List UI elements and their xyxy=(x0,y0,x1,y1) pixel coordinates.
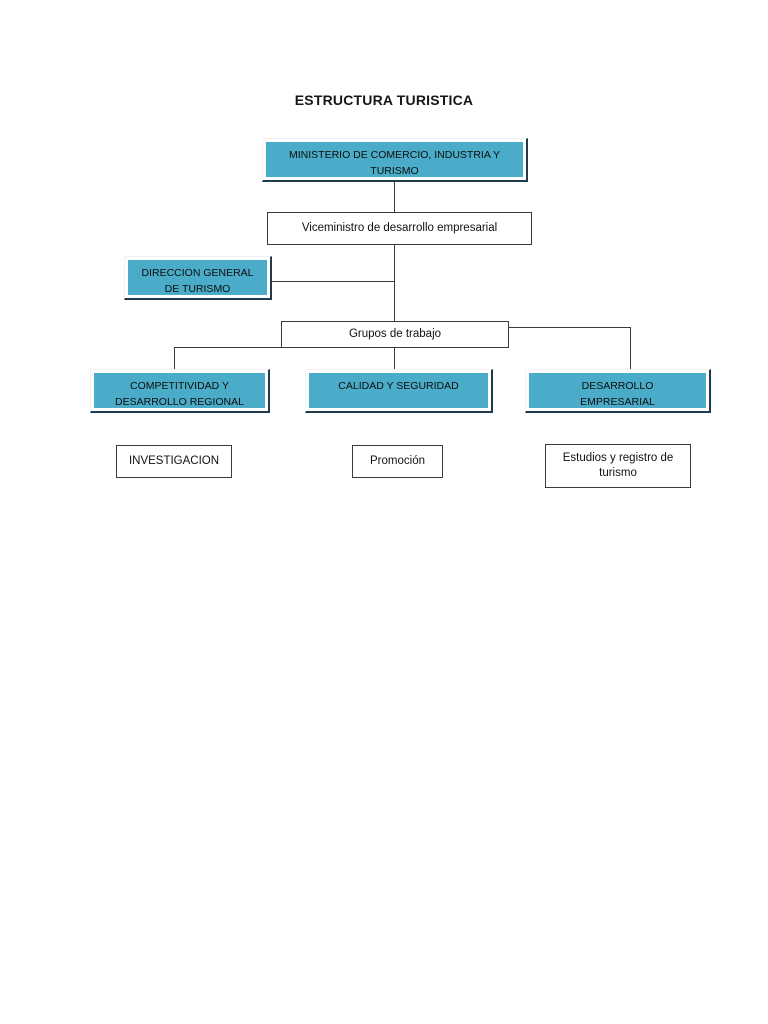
node-promocion[interactable]: Promoción xyxy=(352,445,443,478)
node-promocion-label: Promoción xyxy=(370,455,425,467)
node-ministerio-label: MINISTERIO DE COMERCIO, INDUSTRIA Y TURI… xyxy=(289,149,500,177)
node-direccion-general-label: DIRECCION GENERAL DE TURISMO xyxy=(141,267,254,295)
connector-ministerio-to-viceministro xyxy=(394,182,395,213)
node-investigacion-label: INVESTIGACION xyxy=(128,455,220,467)
connector-viceministro-trunk xyxy=(394,244,395,322)
connector-grupos-to-desarrollo-v xyxy=(630,327,631,372)
node-direccion-general-fill: DIRECCION GENERAL DE TURISMO xyxy=(128,260,267,295)
node-viceministro[interactable]: Viceministro de desarrollo empresarial xyxy=(267,212,532,245)
node-direccion-general[interactable]: DIRECCION GENERAL DE TURISMO xyxy=(124,256,272,300)
node-calidad[interactable]: CALIDAD Y SEGURIDAD xyxy=(305,369,493,413)
node-investigacion[interactable]: INVESTIGACION xyxy=(116,445,232,478)
connector-grupos-to-calidad xyxy=(394,347,395,372)
node-calidad-fill: CALIDAD Y SEGURIDAD xyxy=(309,373,488,408)
node-estudios[interactable]: Estudios y registro de turismo xyxy=(545,444,691,488)
connector-grupos-to-competitividad-h xyxy=(174,347,282,348)
page-title: ESTRUCTURA TURISTICA xyxy=(294,92,474,108)
node-viceministro-label: Viceministro de desarrollo empresarial xyxy=(301,222,498,234)
connector-viceministro-to-direccion xyxy=(272,281,394,282)
node-desarrollo-empresarial-fill: DESARROLLO EMPRESARIAL xyxy=(529,373,706,408)
node-desarrollo-empresarial[interactable]: DESARROLLO EMPRESARIAL xyxy=(525,369,711,413)
node-competitividad-label: COMPETITIVIDAD Y DESARROLLO REGIONAL xyxy=(115,380,244,408)
node-competitividad[interactable]: COMPETITIVIDAD Y DESARROLLO REGIONAL xyxy=(90,369,270,413)
connector-grupos-to-competitividad-v xyxy=(174,347,175,372)
node-competitividad-fill: COMPETITIVIDAD Y DESARROLLO REGIONAL xyxy=(94,373,265,408)
node-ministerio-fill: MINISTERIO DE COMERCIO, INDUSTRIA Y TURI… xyxy=(266,142,523,177)
connector-grupos-to-desarrollo-h xyxy=(509,327,631,328)
node-desarrollo-empresarial-label: DESARROLLO EMPRESARIAL xyxy=(580,380,655,408)
node-ministerio[interactable]: MINISTERIO DE COMERCIO, INDUSTRIA Y TURI… xyxy=(262,138,528,182)
node-calidad-label: CALIDAD Y SEGURIDAD xyxy=(338,380,459,392)
node-grupos-trabajo[interactable]: Grupos de trabajo xyxy=(281,321,509,348)
node-estudios-label: Estudios y registro de turismo xyxy=(562,452,674,479)
node-grupos-trabajo-label: Grupos de trabajo xyxy=(348,328,442,340)
